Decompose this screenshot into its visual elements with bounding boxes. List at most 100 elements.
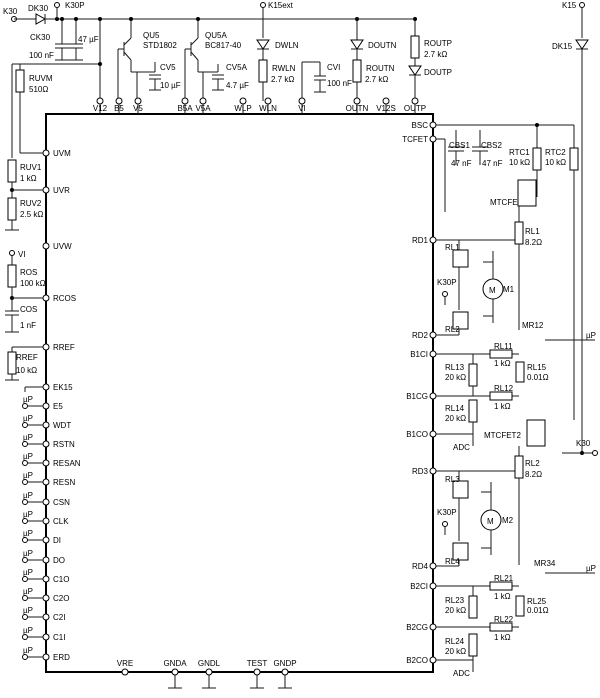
pin-uvm: [42, 149, 50, 157]
rwln-label: RWLN: [272, 64, 296, 73]
pin-label-wlp: WLP: [234, 104, 251, 113]
net-label-k30p-m1: K30P: [437, 278, 457, 287]
rl23-value: 20 kΩ: [445, 606, 466, 615]
dk30-diode-symbol: [35, 13, 47, 25]
pin-c1o: [42, 575, 50, 583]
dk30-label: DK30: [28, 4, 49, 13]
pin-csn: [42, 498, 50, 506]
pin-label-resan: RESAN: [53, 459, 81, 468]
net-label-k15: K15: [562, 1, 577, 10]
up-label: µP: [23, 491, 33, 500]
pin-label-b2ci: B2CI: [410, 582, 428, 591]
motor1-block: RL1 RL2 K30P M M1 MR12 µP: [433, 240, 596, 341]
pin-label-c1i: C1I: [53, 633, 65, 642]
ros-value: 100 kΩ: [20, 279, 46, 288]
rl24-resistor: [468, 633, 478, 657]
up-label: µP: [23, 626, 33, 635]
motor2-block: RL2 8.2Ω RL3 RL4 K30P M M2 MR34 µP: [433, 446, 596, 574]
doutp-led-icon: [408, 65, 422, 76]
up-label: µP: [23, 646, 33, 655]
pin-label-resn: RESN: [53, 478, 75, 487]
pin-gnda: [171, 668, 179, 676]
current-sense-1: RL11 1 kΩ RL13 20 kΩ RL15 0.01Ω RL12 1 k…: [433, 342, 549, 452]
rl2-label: RL2: [525, 459, 540, 468]
pin-label-wdt: WDT: [53, 421, 71, 430]
pin-rd1: [429, 236, 437, 244]
rl12-label: RL12: [494, 384, 514, 393]
pin-resan: [42, 459, 50, 467]
rref-resistor: [7, 351, 17, 375]
pin-bsc: [429, 121, 437, 129]
pin-gndp: [281, 668, 289, 676]
pin-label-v5: V5: [133, 104, 143, 113]
rl14-label: RL14: [445, 404, 465, 413]
rl23-label: RL23: [445, 596, 465, 605]
rl11-value: 1 kΩ: [494, 359, 511, 368]
adc-label-1: ADC: [453, 443, 470, 452]
cv5-label: CV5: [160, 63, 176, 72]
up-terminal: [22, 460, 28, 466]
pin-label-tcfet: TCFET: [402, 135, 428, 144]
rl14-value: 20 kΩ: [445, 414, 466, 423]
rl24-label: RL24: [445, 637, 465, 646]
pin-label-b1cg: B1CG: [406, 392, 428, 401]
rl1-resistor: [514, 221, 524, 245]
ruv2-resistor: [7, 197, 17, 221]
pin-label-uvr: UVR: [53, 186, 70, 195]
rl15-value: 0.01Ω: [527, 373, 549, 382]
pin-label-e5: E5: [53, 402, 63, 411]
qu5-label: QU5: [143, 31, 160, 40]
cvi-value: 100 nF: [327, 79, 352, 88]
mtcfet1-symbol: [517, 179, 537, 207]
up-terminal: [22, 518, 28, 524]
up-terminal: [22, 654, 28, 660]
net-label-k30-right: K30: [576, 439, 591, 448]
motor-m1-symbol: M: [489, 286, 496, 295]
doutp-label: DOUTP: [424, 68, 452, 77]
routn-value: 2.7 kΩ: [365, 75, 388, 84]
pin-resn: [42, 478, 50, 486]
up-label: µP: [23, 529, 33, 538]
relay-rl2-coil: [452, 311, 469, 330]
current-sense-2: RL21 1 kΩ RL23 20 kΩ RL25 0.01Ω RL22 1 k…: [433, 574, 549, 678]
pin-label-test: TEST: [247, 659, 268, 668]
rl25-resistor: [515, 595, 525, 617]
rwln-resistor: [258, 59, 268, 83]
pin-label-v12s: V12S: [376, 104, 396, 113]
ruv1-resistor: [7, 159, 17, 183]
pin-label-rcos: RCOS: [53, 294, 76, 303]
rl22-resistor: [489, 622, 513, 632]
rl25-value: 0.01Ω: [527, 606, 549, 615]
dwln-led-icon: [256, 39, 270, 50]
rl1-label: RL1: [525, 227, 540, 236]
pin-label-ek15: EK15: [53, 383, 73, 392]
pin-label-rd3: RD3: [412, 467, 429, 476]
rl2-value: 8.2Ω: [525, 470, 542, 479]
ruv1-label: RUV1: [20, 163, 42, 172]
rl21-value: 1 kΩ: [494, 592, 511, 601]
net-label-k15ext: K15ext: [268, 1, 294, 10]
uv-divider: RUVM 510Ω RUV1 1 kΩ RUV2 2.5 kΩ: [5, 62, 102, 231]
pin-erd: [42, 653, 50, 661]
pin-label-gnda: GNDA: [163, 659, 187, 668]
motor-m2-symbol: M: [487, 517, 494, 526]
up-label: µP: [23, 510, 33, 519]
ck30-label: CK30: [30, 33, 51, 42]
bootstrap-section: CBS1 47 nF CBS2 47 nF RTC1 10 kΩ RTC2 10…: [433, 123, 579, 447]
pin-label-c2i: C2I: [53, 613, 65, 622]
rl22-value: 1 kΩ: [494, 633, 511, 642]
oscillator-section: VI ROS 100 kΩ COS 1 nF RREF 10 kΩ: [5, 250, 46, 381]
up-label: µP: [23, 395, 33, 404]
pin-b1cg: [429, 392, 437, 400]
rl23-resistor: [468, 595, 478, 619]
k30-supply-section: K30 DK30 K30P CK30 100 nF 47 µF: [3, 1, 263, 101]
rl24-value: 20 kΩ: [445, 647, 466, 656]
mtcfet1-label: MTCFET1: [490, 198, 527, 207]
pin-clk: [42, 517, 50, 525]
rl15-label: RL15: [527, 363, 547, 372]
qu5a-label: QU5A: [205, 31, 227, 40]
rl21-resistor: [489, 581, 513, 591]
ruv1-value: 1 kΩ: [20, 174, 37, 183]
rl14-resistor: [468, 399, 478, 423]
